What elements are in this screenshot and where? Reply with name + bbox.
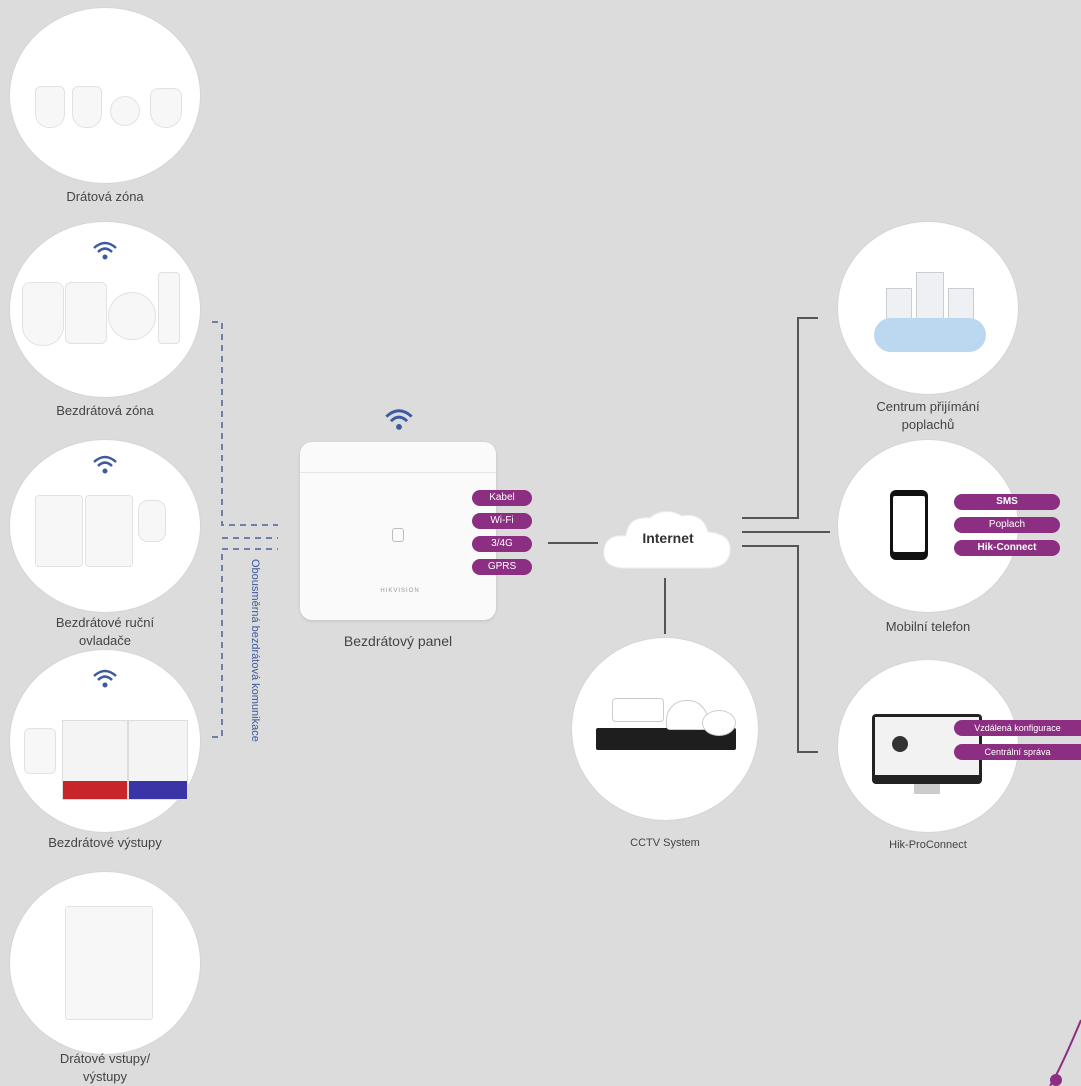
pir-sensor-icon [22, 282, 64, 346]
panel-label: Bezdrátový panel [343, 633, 453, 649]
door-contact-icon [158, 272, 180, 344]
siren-blue-icon [128, 720, 188, 800]
wireless-remote-label: Bezdrátové ruční ovladače [55, 615, 155, 648]
vertical-label-wrap: Obousměrná bezdrátová komunikace [243, 559, 261, 800]
detector-icon [150, 88, 182, 128]
wired-io-label: Drátové vstupy/ výstupy [59, 1051, 151, 1084]
pir-sensor-icon [72, 86, 102, 128]
glass-break-icon [110, 96, 140, 126]
wireless-remote-circle [10, 440, 200, 612]
keyfob-icon [138, 500, 166, 542]
nvr-icon [596, 728, 736, 750]
bullet-camera-icon [612, 698, 664, 722]
cctv-circle [572, 638, 758, 820]
card-reader-icon [85, 495, 133, 567]
wireless-zone-label: Bezdrátová zóna [56, 403, 154, 418]
turret-camera-icon [702, 710, 736, 736]
two-way-wireless-label: Obousměrná bezdrátová komunikace [249, 559, 261, 742]
pill-kabel: Kabel [472, 490, 532, 506]
pill-sms: SMS [954, 494, 1060, 510]
brand-text: HIKVISION [380, 588, 420, 594]
pill-34g: 3/4G [472, 536, 532, 552]
wireless-zone-circle [10, 222, 200, 397]
panel-device: HIKVISION [300, 442, 496, 620]
cloud-icon [603, 511, 731, 569]
camera-detector-icon [65, 282, 107, 344]
wifi-icon [93, 455, 117, 474]
wired-io-circle [10, 872, 200, 1054]
wired-zone-circle [10, 8, 200, 183]
wifi-icon [93, 241, 117, 260]
pill-wifi: Wi-Fi [472, 513, 532, 529]
pill-gprs: GPRS [472, 559, 532, 575]
wifi-icon [93, 669, 117, 688]
wired-zone-label: Drátová zóna [66, 189, 144, 204]
pill-poplach: Poplach [954, 517, 1060, 533]
dome-camera-icon [666, 700, 708, 730]
wireless-outputs-label: Bezdrátové výstupy [48, 835, 162, 850]
phone-icon [890, 490, 928, 560]
keypad-icon [35, 495, 83, 567]
cloud-base-icon [874, 318, 986, 352]
pill-hik-connect: Hik-Connect [954, 540, 1060, 556]
siren-red-icon [62, 720, 128, 800]
arc-circle [838, 222, 1018, 394]
relay-icon [24, 728, 56, 774]
pill-remote-config: Vzdálená konfigurace [954, 720, 1081, 736]
arc-label: Centrum přijímání poplachů [876, 399, 980, 432]
wireless-outputs-circle [10, 650, 200, 832]
pill-central-management: Centrální správa [954, 744, 1081, 760]
pir-sensor-icon [35, 86, 65, 128]
wifi-icon [385, 409, 413, 430]
hpc-label: Hik-ProConnect [889, 839, 967, 851]
mobile-label: Mobilní telefon [885, 619, 971, 634]
io-module-icon [65, 906, 153, 1020]
ceiling-detector-icon [108, 292, 156, 340]
nfc-icon [392, 528, 404, 542]
mobile-circle [838, 440, 1018, 612]
internet-label: Internet [642, 530, 694, 546]
cctv-label: CCTV System [630, 837, 700, 849]
